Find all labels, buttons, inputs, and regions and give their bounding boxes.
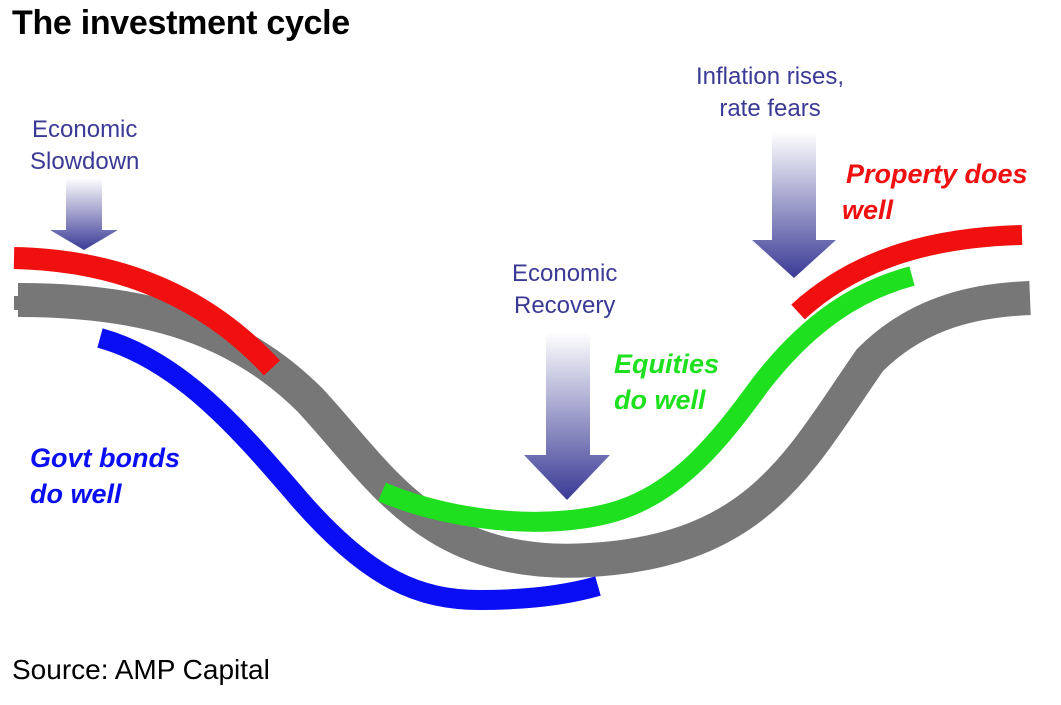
property-band-right [791,225,1023,320]
slowdown-label: Economic Slowdown [30,116,140,175]
property-band-left [13,247,281,376]
slowdown-arrow [50,178,118,250]
cycle-curve-end [14,296,22,310]
property-label: Property does well [842,159,1028,225]
cycle-curve [17,281,1031,578]
source-note: Source: AMP Capital [12,654,270,685]
page-title: The investment cycle [12,4,350,42]
inflation-arrow [752,132,836,278]
equities-label: Equities do well [614,349,720,415]
recovery-arrow [524,332,610,500]
recovery-label: Economic Recovery [512,260,618,319]
inflation-label: Inflation rises, rate fears [696,63,845,122]
bonds-band [97,328,601,611]
equities-band [378,266,915,532]
bonds-label: Govt bonds do well [30,443,180,509]
